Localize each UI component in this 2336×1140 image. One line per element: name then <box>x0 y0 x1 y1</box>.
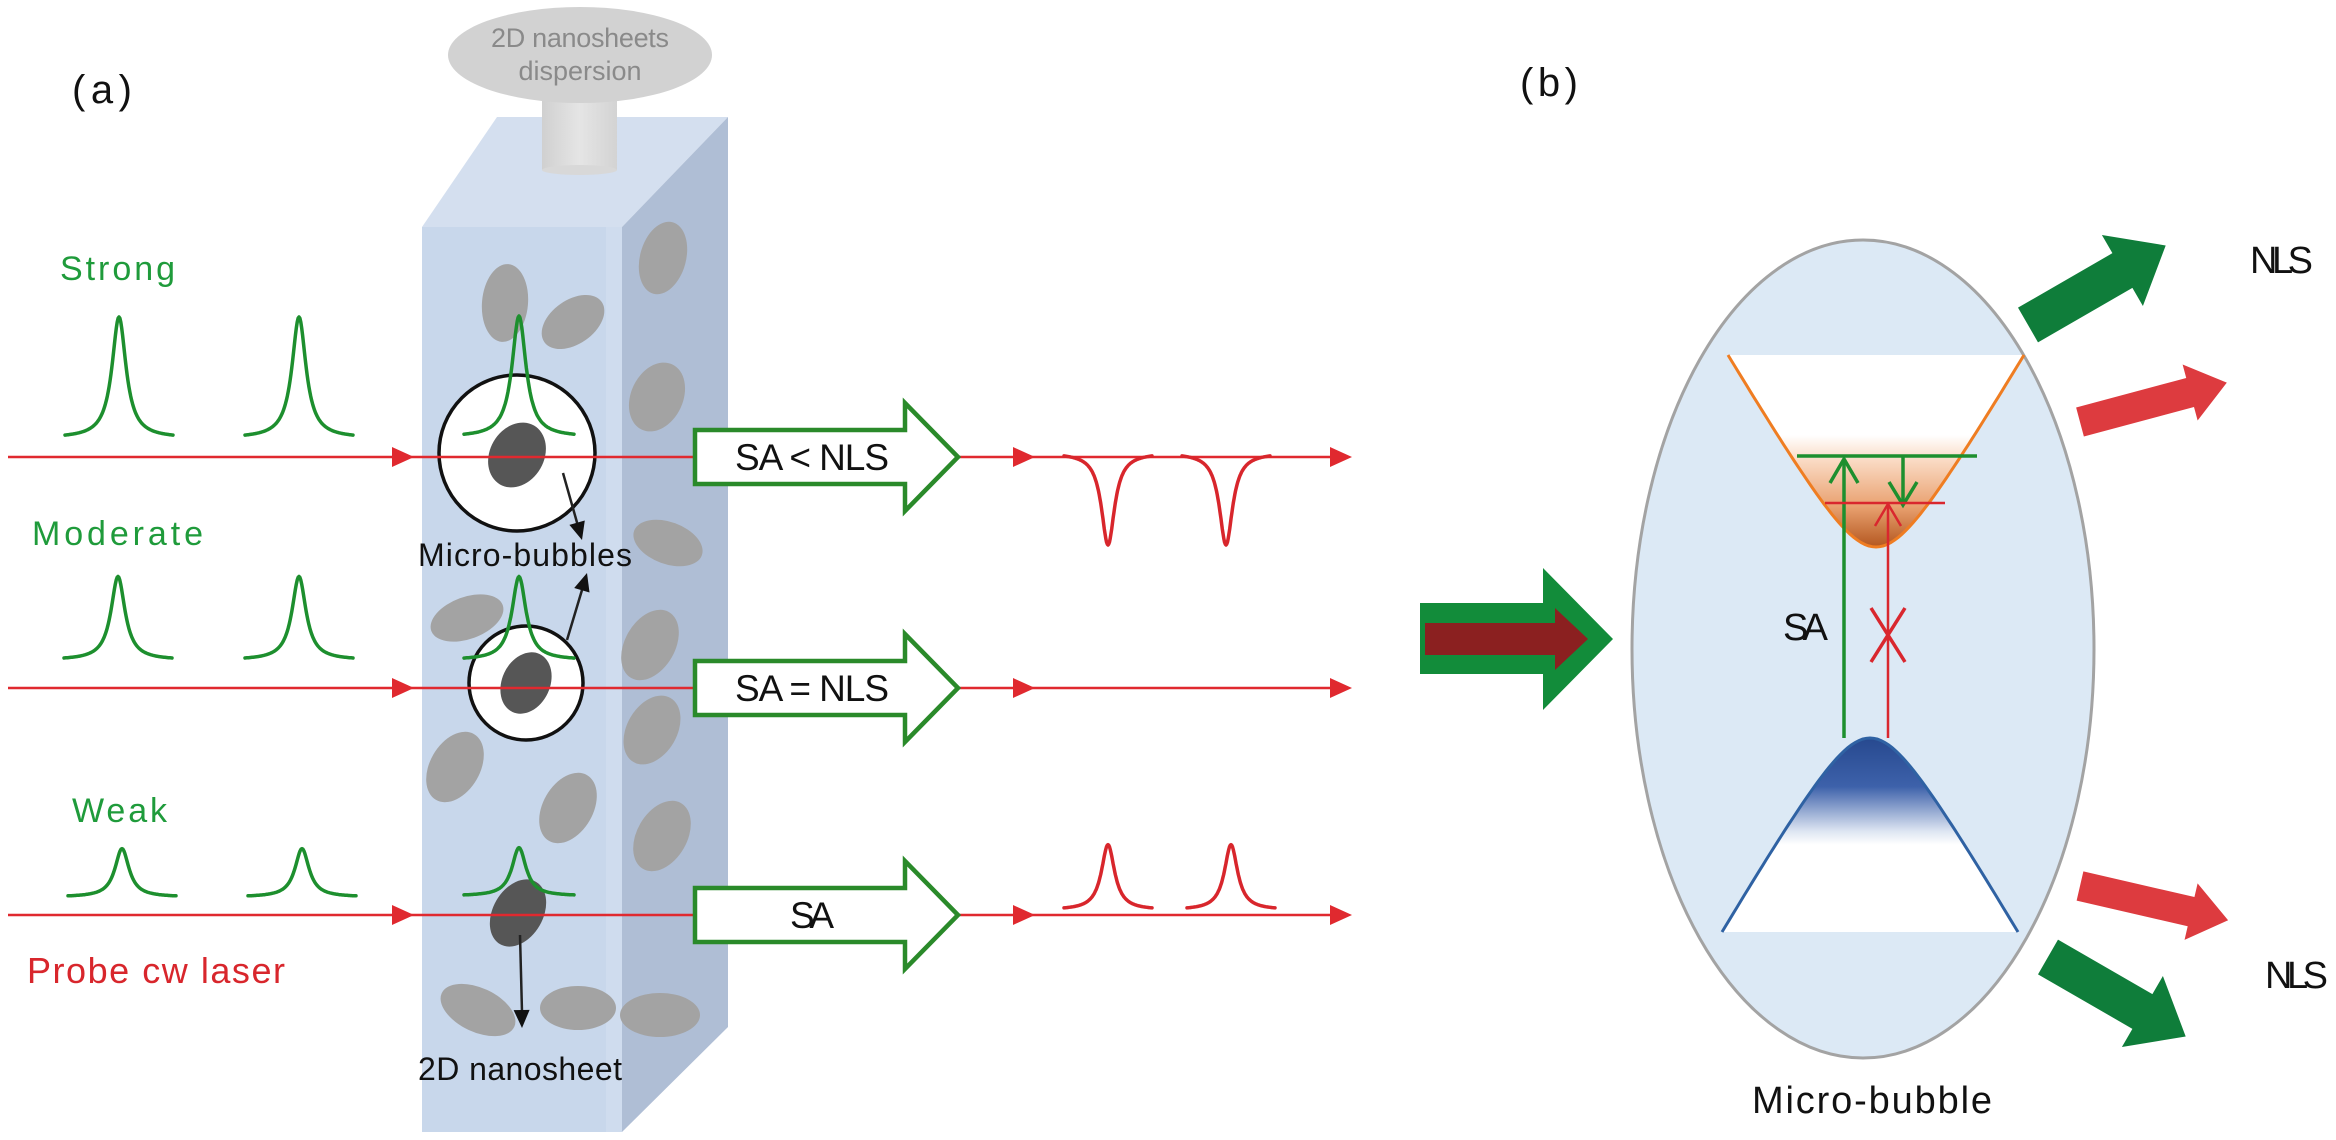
pointer-line <box>518 934 524 1013</box>
laser-arrowhead-icon <box>1330 447 1352 467</box>
valence-band-curve <box>1720 736 2020 933</box>
weak-input-pulse-2 <box>246 846 358 898</box>
nanosheet <box>621 609 679 681</box>
micro-bubble-outline <box>1630 238 2096 1060</box>
laser-arrowhead-icon <box>1013 447 1035 467</box>
laser-arrowhead-icon <box>1013 678 1035 698</box>
conduction-band-fill <box>1728 355 2024 547</box>
dispersion-inlet-stem-bottom <box>542 165 617 175</box>
nls-scatter-arrow-green-top-icon <box>2018 234 2166 343</box>
dispersion-inlet-stem <box>542 98 617 170</box>
probe-laser-label: Probe cw laser <box>27 950 285 991</box>
nanosheet <box>426 731 484 803</box>
laser-beam-row-2 <box>8 678 1352 698</box>
strong-input-pulse-2 <box>243 315 355 437</box>
nanosheet <box>539 772 597 844</box>
nanosheet <box>623 695 681 765</box>
process-box-row-3: SA <box>692 855 962 975</box>
weak-input-pulse-1 <box>66 846 178 898</box>
nls-scatter-arrow-red-top-icon <box>2076 364 2227 437</box>
moderate-input-pulse-2 <box>243 574 355 660</box>
down-chevron-icon <box>1887 481 1919 509</box>
laser-arrowhead-icon <box>1013 905 1035 925</box>
process-box-row-2: SA = NLS <box>692 628 962 748</box>
panel-b: (b) SA <box>1420 61 2328 1122</box>
intensity-label-weak: Weak <box>72 792 168 830</box>
output-dip-pulse-1 <box>1062 454 1154 547</box>
nls-scatter-arrow-red-bottom-icon <box>2076 871 2229 940</box>
nanosheet <box>540 986 616 1030</box>
output-peak-pulse-1 <box>1062 842 1154 910</box>
nanosheet-pointer-arrow <box>513 934 530 1028</box>
up-chevron-icon <box>1873 501 1903 527</box>
process-box-arrow <box>692 628 962 748</box>
nanosheet-label: 2D nanosheet <box>418 1051 622 1087</box>
strong-pulse-in-cuvette <box>462 314 576 436</box>
transition-label-sa: SA <box>1783 607 1829 649</box>
nanosheet <box>620 993 700 1037</box>
process-box-label: SA <box>790 895 834 936</box>
cuvette-edge-highlight <box>606 227 622 1132</box>
nls-label-top: NLS <box>2250 240 2313 282</box>
process-box-arrow <box>692 397 962 517</box>
nanosheet <box>628 362 686 432</box>
process-box-label: SA < NLS <box>735 437 889 478</box>
output-peak-pulse-2 <box>1185 842 1277 910</box>
up-chevron-icon <box>1828 455 1860 484</box>
strong-input-pulse-1 <box>63 315 175 437</box>
process-box-label: SA = NLS <box>735 668 889 709</box>
pointer-line <box>565 589 584 641</box>
laser-arrowhead-icon <box>1330 905 1352 925</box>
process-box-arrow <box>692 855 962 975</box>
nls-label-bottom: NLS <box>2265 955 2328 997</box>
nanosheet-in-beam <box>489 879 547 947</box>
arrowhead-icon <box>574 573 590 593</box>
dispersion-label-line2: dispersion <box>519 56 642 86</box>
probe-arrow-inner <box>1425 608 1588 670</box>
incoming-beam-arrow-icon <box>1420 568 1613 710</box>
moderate-pulse-in-cuvette <box>462 574 576 660</box>
nanosheet <box>440 983 516 1037</box>
cuvette: 2D nanosheets dispersion <box>422 7 728 1132</box>
laser-arrowhead-icon <box>1330 678 1352 698</box>
nanosheet <box>638 221 688 295</box>
micro-bubble-label: Micro-bubble <box>1752 1080 1992 1122</box>
panel-a: (a) Strong Moderate Weak Probe cw laser <box>8 7 1352 1132</box>
weak-pulse-in-cuvette <box>462 845 576 897</box>
nanosheet <box>430 594 504 642</box>
probe-transition-red <box>1825 501 1945 738</box>
nanosheet <box>633 519 703 567</box>
intensity-label-strong: Strong <box>60 250 175 288</box>
pointer-line <box>561 472 580 527</box>
microbubbles-pointer-arrow-1 <box>561 472 585 540</box>
dispersion-reservoir <box>448 7 712 103</box>
nanosheet-in-beam <box>488 422 546 488</box>
moderate-input-pulse-1 <box>62 574 174 660</box>
nanosheet <box>633 800 691 872</box>
pump-transition-green <box>1797 454 1977 738</box>
laser-arrowhead-icon <box>392 447 414 467</box>
intensity-label-moderate: Moderate <box>32 515 203 553</box>
arrowhead-icon <box>569 520 585 540</box>
panel-b-label: (b) <box>1520 61 1578 105</box>
process-box-row-1: SA < NLS <box>692 397 962 517</box>
nanosheet <box>541 295 605 349</box>
microbubbles-label: Micro-bubbles <box>418 537 632 573</box>
nanosheet-in-beam <box>500 652 552 714</box>
microbubbles-pointer-arrow-2 <box>565 573 590 641</box>
panel-a-label: (a) <box>72 68 132 112</box>
laser-arrowhead-icon <box>392 905 414 925</box>
laser-beam-row-3 <box>8 905 1352 925</box>
nls-scatter-arrow-green-bottom-icon <box>2038 939 2186 1048</box>
output-dip-pulse-2 <box>1180 454 1272 547</box>
conduction-band-curve <box>1726 354 2026 549</box>
dispersion-label-line1: 2D nanosheets <box>491 23 669 53</box>
arrowhead-icon <box>513 1009 530 1028</box>
valence-band-fill <box>1722 738 2018 932</box>
blocked-transition-cross-icon <box>1869 607 1907 663</box>
laser-arrowhead-icon <box>392 678 414 698</box>
